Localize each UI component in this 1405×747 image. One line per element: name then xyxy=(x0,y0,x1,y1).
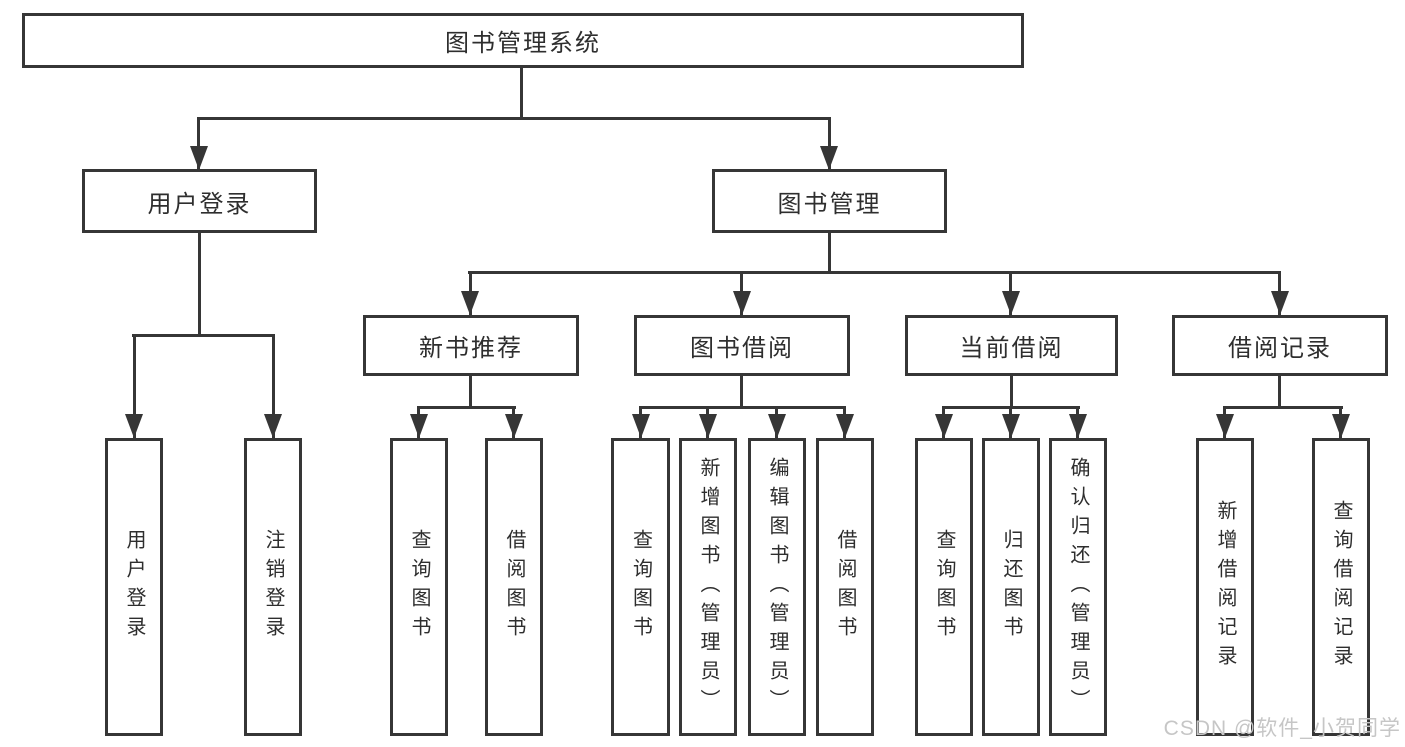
leaf-recommend-borrow-book: 借阅图书 xyxy=(485,438,543,736)
connector-root-rail xyxy=(198,117,831,120)
arrow-down-icon xyxy=(632,414,650,438)
node-borrow-record: 借阅记录 xyxy=(1172,315,1388,376)
arrow-down-icon xyxy=(1332,414,1350,438)
arrow-down-icon xyxy=(1069,414,1087,438)
leaf-borrow-edit-book-admin: 编辑图书（管理员） xyxy=(748,438,806,736)
leaf-current-return-book: 归还图书 xyxy=(982,438,1040,736)
leaf-logout: 注销登录 xyxy=(244,438,302,736)
leaf-borrow-add-book-admin: 新增图书（管理员） xyxy=(679,438,737,736)
leaf-borrow-query-book: 查询图书 xyxy=(611,438,670,736)
connector-book-management-stem xyxy=(828,233,831,273)
arrow-down-icon xyxy=(264,414,282,438)
arrow-down-icon xyxy=(836,414,854,438)
arrow-down-icon xyxy=(1002,291,1020,315)
leaf-record-add-record: 新增借阅记录 xyxy=(1196,438,1254,736)
csdn-watermark: CSDN @软件_小贺同学 xyxy=(1163,717,1401,740)
node-book-borrow: 图书借阅 xyxy=(634,315,850,376)
connector-user-login-stem xyxy=(198,233,201,335)
arrow-down-icon xyxy=(1271,291,1289,315)
node-current-borrow: 当前借阅 xyxy=(905,315,1118,376)
connector-book-management-rail xyxy=(468,271,1281,274)
arrow-down-icon xyxy=(1002,414,1020,438)
arrow-down-icon xyxy=(768,414,786,438)
node-new-book-recommend: 新书推荐 xyxy=(363,315,579,376)
arrow-down-icon xyxy=(733,291,751,315)
connector-current-borrow-stem xyxy=(1010,376,1013,408)
arrow-down-icon xyxy=(820,146,838,170)
connector-to-book-management xyxy=(828,117,831,170)
arrow-down-icon xyxy=(505,414,523,438)
node-user-login-branch: 用户登录 xyxy=(82,169,317,233)
leaf-recommend-query-book: 查询图书 xyxy=(390,438,448,736)
arrow-down-icon xyxy=(935,414,953,438)
connector-root-stem xyxy=(520,68,523,118)
arrow-down-icon xyxy=(1216,414,1234,438)
leaf-borrow-borrow-book: 借阅图书 xyxy=(816,438,874,736)
connector-book-borrow-rail xyxy=(639,406,846,409)
connector-recommend-stem xyxy=(469,376,472,408)
connector-recommend-rail xyxy=(417,406,516,409)
leaf-current-query-book: 查询图书 xyxy=(915,438,973,736)
arrow-down-icon xyxy=(699,414,717,438)
arrow-down-icon xyxy=(410,414,428,438)
arrow-down-icon xyxy=(125,414,143,438)
leaf-user-login: 用户登录 xyxy=(105,438,163,736)
arrow-down-icon xyxy=(190,146,208,170)
node-root: 图书管理系统 xyxy=(22,13,1024,68)
connector-to-leaf-user-login xyxy=(133,334,136,438)
connector-borrow-record-stem xyxy=(1278,376,1281,408)
connector-user-login-rail xyxy=(132,334,275,337)
connector-borrow-record-rail xyxy=(1223,406,1343,409)
connector-book-borrow-stem xyxy=(740,376,743,408)
arrow-down-icon xyxy=(461,291,479,315)
leaf-current-confirm-return-admin: 确认归还（管理员） xyxy=(1049,438,1107,736)
connector-to-leaf-logout xyxy=(272,334,275,438)
connector-to-user-login xyxy=(197,117,200,170)
node-book-management: 图书管理 xyxy=(712,169,947,233)
leaf-record-query-record: 查询借阅记录 xyxy=(1312,438,1370,736)
